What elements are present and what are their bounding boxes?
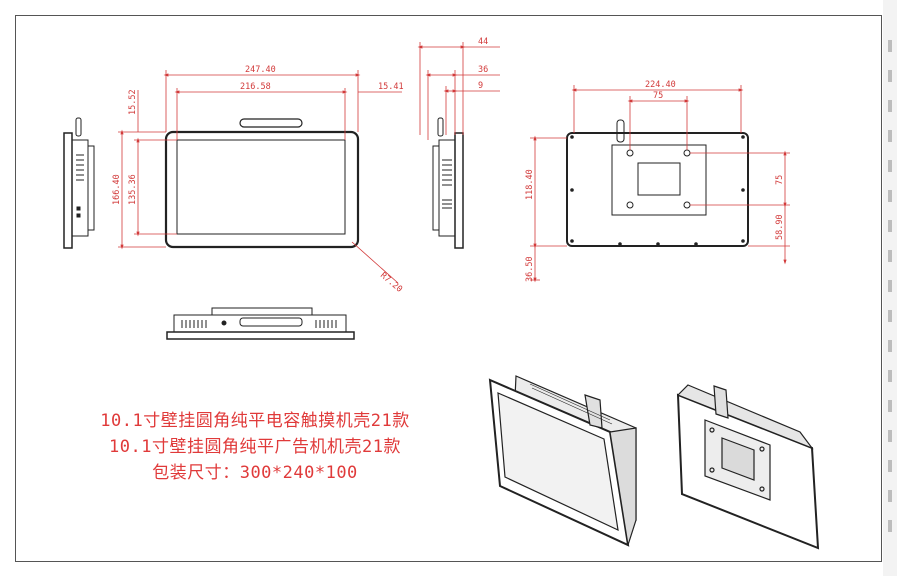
- front-dimensions: [118, 70, 402, 284]
- front-view: [164, 118, 360, 249]
- dim-corner-radius: R7.20: [378, 271, 404, 295]
- front-screen: [176, 139, 346, 235]
- dim-top-offset: 15.52: [128, 89, 138, 115]
- dim-back-height: 118.40: [525, 169, 535, 200]
- dim-back-width: 224.40: [645, 80, 676, 90]
- dim-back-bottom: 36.50: [525, 256, 535, 282]
- antenna: [239, 118, 303, 128]
- dim-back-lower: 58.90: [775, 214, 785, 240]
- back-dimensions: [530, 85, 790, 283]
- caption-ad-housing: 10.1寸壁挂圆角纯平广告机机壳21款: [109, 437, 401, 457]
- dim-depth-total: 44: [478, 37, 488, 47]
- dim-total-height: 166.40: [112, 174, 122, 205]
- dim-vesa-height: 75: [775, 175, 785, 185]
- dim-inner-height: 135.36: [128, 174, 138, 205]
- side-dimensions: [417, 42, 500, 140]
- left-side-view: [63, 117, 95, 249]
- back-3d-render: [676, 384, 820, 550]
- top-view: [166, 307, 355, 340]
- dim-total-width: 247.40: [245, 65, 276, 75]
- caption-touch-housing: 10.1寸壁挂圆角纯平电容触摸机壳21款: [100, 411, 410, 431]
- caption-package-size: 包装尺寸：300*240*100: [152, 463, 358, 483]
- right-side-view: [432, 117, 464, 249]
- dim-depth-small: 9: [478, 81, 483, 91]
- dim-depth-mid: 36: [478, 65, 488, 75]
- front-bezel: [164, 130, 360, 249]
- back-view: [566, 119, 749, 247]
- dim-inner-width: 216.58: [240, 82, 271, 92]
- vertical-scrollbar[interactable]: [883, 0, 897, 576]
- dim-vesa-width: 75: [653, 91, 663, 101]
- front-3d-render: [488, 375, 637, 547]
- dim-right-offset: 15.41: [378, 82, 404, 92]
